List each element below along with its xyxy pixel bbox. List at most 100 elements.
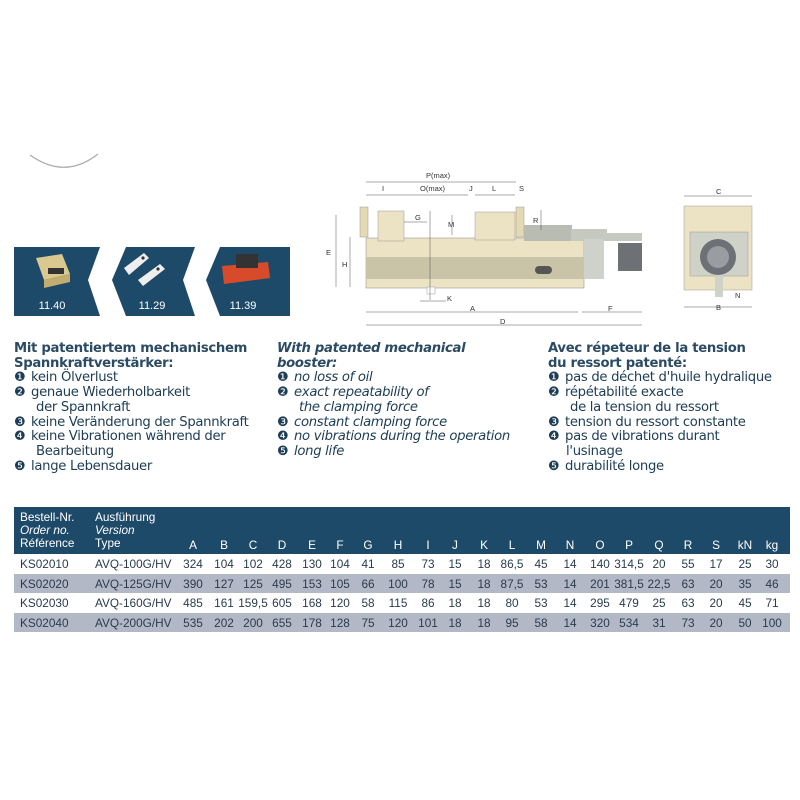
cell-f: 105 xyxy=(330,576,350,591)
cell-d: 605 xyxy=(272,596,292,610)
cell-p: 314,5 xyxy=(614,557,644,571)
feature-item-cont: the clamping force xyxy=(299,399,418,415)
cell-f: 104 xyxy=(330,557,350,571)
dim-label: N xyxy=(735,291,740,300)
cell-c: 200 xyxy=(243,615,263,630)
cell-k: 18 xyxy=(477,576,491,591)
column-header-f: F xyxy=(336,538,344,552)
number-2-icon: ❷ xyxy=(14,385,26,401)
column-header-s: S xyxy=(712,538,720,552)
dim-label: J xyxy=(469,184,473,193)
dim-label: B xyxy=(716,303,721,312)
column-header-h: H xyxy=(393,538,403,552)
column-header-p: P xyxy=(625,538,633,552)
features-fr: Avec répeteur de la tension du ressort p… xyxy=(548,341,772,474)
cell-q: 22,5 xyxy=(647,576,671,591)
column-header-q: Q xyxy=(654,538,664,552)
cell-j: 18 xyxy=(448,596,462,610)
cell-kn: 35 xyxy=(738,576,752,591)
dim-label: D xyxy=(500,317,506,326)
feature-item: pas de déchet d'huile hydralique xyxy=(565,370,772,386)
cell-p: 479 xyxy=(619,596,639,610)
cell-n: 14 xyxy=(563,596,577,610)
order-number: KS02030 xyxy=(20,596,69,610)
cell-c: 102 xyxy=(243,557,263,571)
table-header: Bestell-Nr. Order no. Référence Ausführu… xyxy=(14,507,790,554)
cell-g: 58 xyxy=(361,596,375,610)
cell-k: 18 xyxy=(477,557,491,571)
feature-item: tension du ressort constante xyxy=(565,414,746,430)
cell-i: 73 xyxy=(421,557,435,571)
column-header-b: B xyxy=(220,538,228,552)
cell-r: 63 xyxy=(681,576,695,591)
cell-j: 18 xyxy=(448,615,462,630)
dim-label: A xyxy=(470,304,475,313)
cell-s: 20 xyxy=(709,576,723,591)
number-4-icon: ❹ xyxy=(548,429,560,445)
cell-r: 63 xyxy=(681,596,695,610)
cell-kn: 25 xyxy=(738,557,752,571)
dim-label: R xyxy=(533,216,539,225)
cell-q: 20 xyxy=(652,557,666,571)
cell-r: 55 xyxy=(681,557,695,571)
cell-s: 17 xyxy=(709,557,723,571)
accessory-label: 11.29 xyxy=(138,300,166,312)
feature-item: genaue Wiederholbarkeit xyxy=(31,385,190,401)
cell-kg: 30 xyxy=(765,557,779,571)
cell-p: 534 xyxy=(619,615,639,630)
cell-m: 53 xyxy=(534,576,548,591)
feature-item: no vibrations during the operation xyxy=(294,429,510,445)
number-2-icon: ❷ xyxy=(548,385,560,401)
cell-c: 159,5 xyxy=(238,596,268,610)
cell-b: 104 xyxy=(214,557,234,571)
number-1-icon: ❶ xyxy=(14,370,26,386)
number-1-icon: ❶ xyxy=(277,370,289,386)
column-header-e: E xyxy=(308,538,316,552)
feature-item: durabilité longe xyxy=(565,458,664,474)
order-number: KS02020 xyxy=(20,576,69,591)
column-header-i: I xyxy=(426,538,430,552)
version-type: AVQ-200G/HV xyxy=(95,615,172,630)
number-4-icon: ❹ xyxy=(277,429,289,445)
column-header-g: G xyxy=(363,538,373,552)
cell-kn: 50 xyxy=(738,615,752,630)
number-5-icon: ❺ xyxy=(14,458,26,474)
cell-e: 178 xyxy=(302,615,322,630)
cell-h: 85 xyxy=(391,557,405,571)
dim-label: F xyxy=(608,304,613,313)
version-type: AVQ-125G/HV xyxy=(95,576,172,591)
cell-q: 31 xyxy=(652,615,666,630)
cell-a: 535 xyxy=(183,615,203,630)
accessory-tile-3 xyxy=(206,247,290,316)
decorative-arc xyxy=(29,153,99,168)
vise-side-view-drawing: P(max) O(max) I J L S G M R E H K A D F xyxy=(326,171,642,326)
clamping-kit-icon xyxy=(222,254,270,284)
cell-kg: 46 xyxy=(765,576,779,591)
cell-g: 41 xyxy=(361,557,375,571)
dim-label: O(max) xyxy=(420,184,446,193)
spec-table: Bestell-Nr. Order no. Référence Ausführu… xyxy=(14,507,790,632)
cell-g: 66 xyxy=(361,576,375,591)
order-no-header: Bestell-Nr. Order no. Référence xyxy=(20,510,75,550)
feature-item: répétabilité exacte xyxy=(565,385,684,401)
soft-jaws-icon xyxy=(124,253,165,286)
cell-m: 53 xyxy=(534,596,548,610)
cell-s: 20 xyxy=(709,615,723,630)
features-heading: du ressort patenté: xyxy=(548,355,687,371)
features-heading: With patented mechanical xyxy=(277,341,466,356)
feature-item: no loss of oil xyxy=(294,370,373,386)
cell-l: 86,5 xyxy=(500,557,524,571)
dim-label: P(max) xyxy=(426,171,451,180)
version-type: AVQ-160G/HV xyxy=(95,596,172,610)
cell-kg: 71 xyxy=(765,596,779,610)
number-5-icon: ❺ xyxy=(548,458,560,474)
number-1-icon: ❶ xyxy=(548,370,560,386)
cell-k: 18 xyxy=(477,596,491,610)
feature-item: constant clamping force xyxy=(294,414,447,430)
version-type: AVQ-100G/HV xyxy=(95,557,172,571)
